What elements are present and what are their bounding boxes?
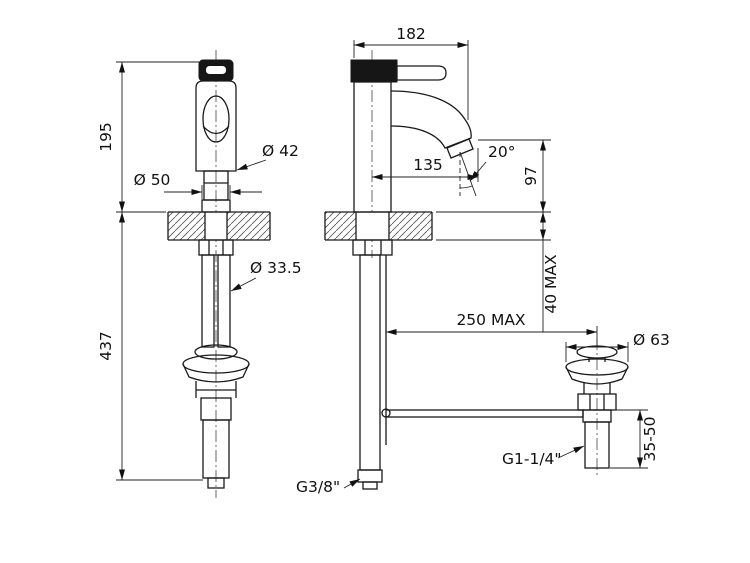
drain-tailpiece-thread-front	[202, 419, 230, 479]
popup-rod-horizontal	[385, 409, 584, 418]
counter-section-front	[167, 211, 271, 241]
dim-label-182: 182	[396, 25, 426, 43]
dim-label-250max: 250 MAX	[456, 311, 525, 329]
spout-angle-annotation	[459, 151, 487, 197]
handle-side	[350, 59, 398, 83]
dim-label-135: 135	[413, 156, 443, 174]
faucet-front-view	[195, 59, 237, 348]
dimension-dia42-leader	[236, 159, 267, 171]
centerlines	[215, 50, 598, 498]
aerator	[446, 138, 474, 159]
dim-label-dia42: Ø 42	[262, 142, 299, 160]
drain-tailpiece-thread-side	[584, 421, 610, 469]
dimension-dia63	[565, 342, 629, 362]
dim-label-dia63: Ø 63	[633, 331, 670, 349]
dim-label-dia33-5: Ø 33.5	[250, 259, 302, 277]
dimension-135	[372, 148, 479, 182]
dim-label-40max: 40 MAX	[542, 254, 560, 314]
handle-lever	[396, 65, 447, 81]
dim-label-g114: G1-1/4"	[502, 450, 562, 468]
dim-label-195: 195	[97, 122, 115, 152]
counter-section-side	[324, 211, 433, 241]
dimension-dia50	[164, 185, 262, 199]
dim-label-g38: G3/8"	[296, 478, 340, 496]
supply-hose-side	[359, 254, 381, 471]
dimension-250max	[386, 326, 598, 346]
dimension-35-50	[610, 409, 648, 469]
dimension-182	[353, 40, 469, 120]
supply-hose-left	[201, 254, 215, 348]
spout	[390, 90, 472, 149]
drain-side-view	[565, 345, 629, 469]
dimension-195	[116, 61, 199, 213]
supply-hose-right	[217, 254, 231, 348]
drain-front-view	[182, 344, 250, 489]
dimension-437	[116, 212, 203, 481]
dim-label-20deg: 20°	[488, 143, 515, 161]
dimension-g38-leader	[343, 478, 361, 489]
faucet-side-view	[350, 59, 584, 490]
dim-label-437: 437	[97, 331, 115, 361]
dim-label-dia50: Ø 50	[134, 171, 171, 189]
dimension-40max	[436, 212, 551, 332]
dim-label-97: 97	[522, 166, 540, 186]
dimension-g114-leader	[557, 445, 585, 459]
dimension-97	[436, 139, 551, 213]
dim-label-35-50: 35-50	[641, 416, 659, 461]
dimension-dia33-leader	[230, 277, 257, 292]
